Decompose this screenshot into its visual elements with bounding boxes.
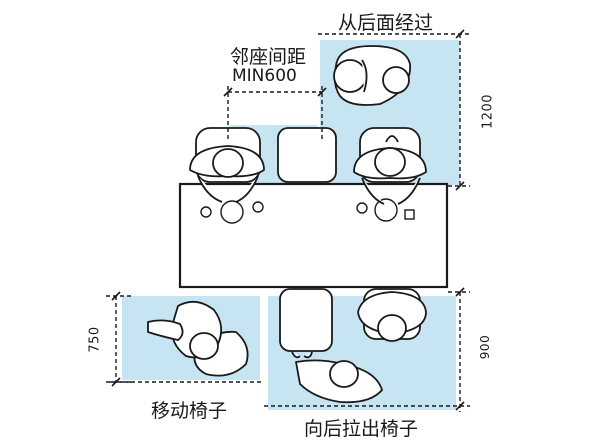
- plate-right: [374, 198, 398, 222]
- table-settings: [200, 198, 415, 224]
- napkin-right: [404, 209, 415, 220]
- head-top-right: [374, 147, 406, 177]
- person-top-left: [189, 127, 265, 203]
- dining-table: [178, 182, 449, 289]
- head-passing-behind-a: [333, 59, 367, 93]
- label-pull-chair-back: 向后拉出椅子: [304, 418, 419, 440]
- dimension-lines: [106, 33, 470, 412]
- arms-top-left: [197, 175, 259, 203]
- empty-chair-bottom: [279, 288, 333, 352]
- label-adjacent-min: MIN600: [232, 66, 297, 86]
- arms-top-right: [361, 177, 421, 205]
- empty-chair-top: [277, 127, 337, 183]
- person-top-right: [353, 127, 427, 205]
- head-passing-behind-b: [382, 66, 410, 94]
- dim-pull-back-depth: 900: [478, 334, 492, 360]
- dimension-ticks: [111, 29, 465, 411]
- person-pulling-chair: [291, 351, 383, 404]
- cup-left-a: [200, 206, 212, 218]
- arm-passing-behind: [361, 59, 368, 93]
- label-adjacent-spacing: 邻座间距: [230, 46, 307, 68]
- label-move-chair: 移动椅子: [151, 400, 228, 422]
- head-moving: [189, 332, 219, 360]
- dim-pass-behind-depth: 1200: [480, 93, 496, 130]
- shoulders-bottom-right: [357, 291, 427, 335]
- head-top-left: [212, 148, 244, 178]
- head-bottom-right: [377, 314, 407, 342]
- person-bottom-right: [357, 288, 427, 342]
- cup-left-b: [252, 201, 264, 213]
- hair-top-right: [385, 135, 399, 143]
- dim-move-chair-depth: 750: [87, 326, 103, 353]
- head-pulling-chair: [329, 360, 359, 388]
- person-moving-chair: [147, 300, 249, 377]
- arm-moving: [147, 319, 184, 341]
- hands-pulling-chair: [291, 351, 313, 359]
- label-pass-behind: 从后面经过: [338, 12, 434, 34]
- person-passing-behind: [333, 45, 411, 106]
- cup-right: [356, 202, 368, 214]
- plate-left: [220, 200, 244, 224]
